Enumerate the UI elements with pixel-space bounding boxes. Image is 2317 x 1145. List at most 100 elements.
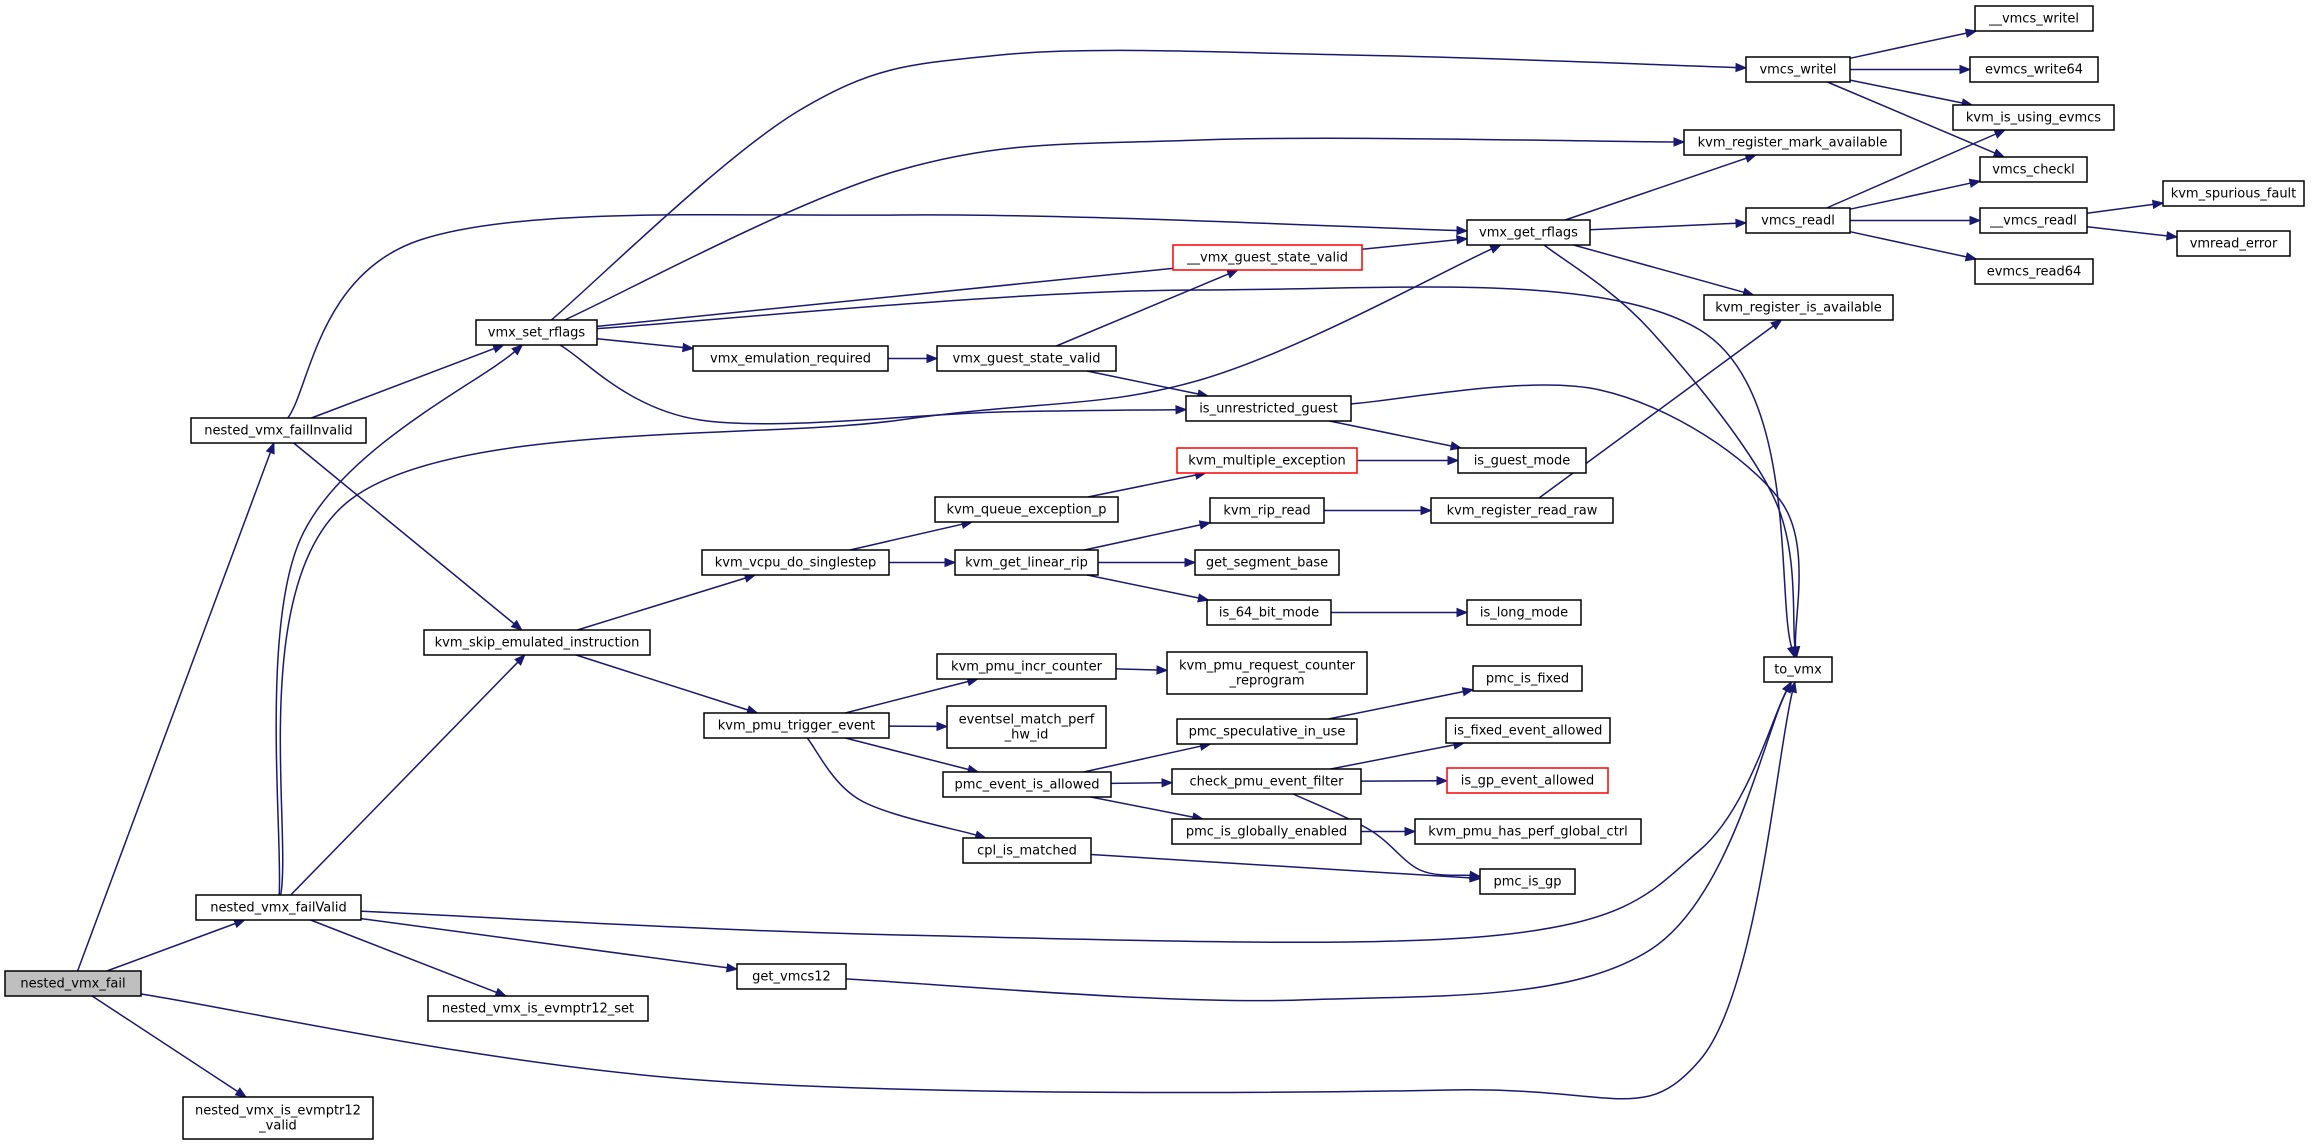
node-nested-vmx-is-evmptr12-valid[interactable]: nested_vmx_is_evmptr12_valid: [182, 1096, 374, 1140]
node-box: [427, 995, 649, 1022]
edge-nested_vmx_fail-to-nested_vmx_failValid: [106, 919, 246, 972]
node-label: _valid: [258, 1119, 297, 1134]
edge-kvm_get_linear_rip-to-is_64_bit_mode: [1086, 574, 1210, 603]
node-kvm-skip-emulated-instruction[interactable]: kvm_skip_emulated_instruction: [423, 629, 651, 656]
node-is-unrestricted-guest[interactable]: is_unrestricted_guest: [1185, 395, 1352, 422]
node-pmc-event-is-allowed[interactable]: pmc_event_is_allowed: [942, 771, 1112, 798]
node-label: kvm_pmu_has_perf_global_ctrl: [1428, 825, 1628, 840]
arrowhead: [1964, 28, 1978, 38]
arrowhead: [1456, 235, 1469, 245]
node-box: [190, 417, 367, 444]
node-box: [1472, 665, 1583, 692]
node-get-segment-base[interactable]: get_segment_base: [1194, 549, 1340, 576]
node-check-pmu-event-filter[interactable]: check_pmu_event_filter: [1171, 768, 1362, 795]
node-is-fixed-event-allowed[interactable]: is_fixed_event_allowed: [1445, 717, 1611, 744]
node---vmcs-writel[interactable]: __vmcs_writel: [1974, 5, 2094, 32]
node-box: [1166, 651, 1368, 695]
arrowhead: [2152, 199, 2165, 210]
arrowhead: [726, 963, 739, 973]
node-box: [954, 549, 1099, 576]
node-label: nested_vmx_failValid: [210, 901, 347, 916]
node-label: nested_vmx_failInvalid: [204, 424, 352, 439]
node---vmx-guest-state-valid[interactable]: __vmx_guest_state_valid: [1172, 244, 1363, 271]
edge-pmc_event_is_allowed-to-check_pmu_event_filter: [1110, 778, 1174, 788]
edge-nested_vmx_failValid-to-vmx_set_rflags: [275, 344, 524, 896]
node-kvm-pmu-has-perf-global-ctrl[interactable]: kvm_pmu_has_perf_global_ctrl: [1414, 818, 1642, 845]
node-pmc-is-fixed[interactable]: pmc_is_fixed: [1472, 665, 1583, 692]
node-is-long-mode[interactable]: is_long_mode: [1466, 599, 1582, 626]
node-label: pmc_is_globally_enabled: [1186, 825, 1347, 840]
node-kvm-queue-exception-p[interactable]: kvm_queue_exception_p: [934, 496, 1119, 523]
node-kvm-register-is-available[interactable]: kvm_register_is_available: [1703, 294, 1894, 321]
node-box: [1703, 294, 1894, 321]
node-pmc-is-gp[interactable]: pmc_is_gp: [1479, 868, 1576, 895]
node-get-vmcs12[interactable]: get_vmcs12: [736, 963, 847, 990]
node-label: pmc_event_is_allowed: [955, 778, 1100, 793]
node-kvm-get-linear-rip[interactable]: kvm_get_linear_rip: [954, 549, 1099, 576]
node-label: get_segment_base: [1206, 556, 1328, 571]
node-vmcs-readl[interactable]: vmcs_readl: [1745, 207, 1851, 234]
node-box: [1206, 599, 1332, 626]
node-kvm-pmu-incr-counter[interactable]: kvm_pmu_incr_counter: [936, 653, 1117, 680]
node-nested-vmx-failInvalid[interactable]: nested_vmx_failInvalid: [190, 417, 367, 444]
node-is-64-bit-mode[interactable]: is_64_bit_mode: [1206, 599, 1332, 626]
node-box: [2162, 180, 2305, 207]
node-kvm-spurious-fault[interactable]: kvm_spurious_fault: [2162, 180, 2305, 207]
node-box: [475, 319, 598, 346]
node-pmc-speculative-in-use[interactable]: pmc_speculative_in_use: [1176, 718, 1358, 745]
arrowhead: [1790, 646, 1800, 659]
arrowhead: [1964, 252, 1978, 262]
node-box: [1974, 5, 2094, 32]
edge-vmx_get_rflags-to-vmcs_readl: [1589, 218, 1748, 231]
node-box: [946, 705, 1107, 749]
edge-vmcs_readl-to-__vmcs_readl: [1850, 215, 1982, 226]
edge-is_64_bit_mode-to-is_long_mode: [1331, 607, 1469, 618]
node-pmc-is-globally-enabled[interactable]: pmc_is_globally_enabled: [1171, 818, 1362, 845]
node-eventsel-match-perf-hw-id[interactable]: eventsel_match_perf_hw_id: [946, 705, 1107, 749]
node-box: [1969, 56, 2099, 83]
node-evmcs-write64[interactable]: evmcs_write64: [1969, 56, 2099, 83]
node-kvm-register-mark-available[interactable]: kvm_register_mark_available: [1683, 129, 1902, 156]
edge-nested_vmx_failInvalid-to-kvm_skip_emulated_instruction: [293, 442, 523, 631]
node-nested-vmx-is-evmptr12-set[interactable]: nested_vmx_is_evmptr12_set: [427, 995, 649, 1022]
node-to-vmx[interactable]: to_vmx: [1763, 656, 1833, 683]
arrowhead: [1770, 319, 1783, 330]
node-is-guest-mode[interactable]: is_guest_mode: [1457, 447, 1587, 474]
node-vmcs-checkl[interactable]: vmcs_checkl: [1979, 156, 2088, 183]
edge-vmx_emulation_required-to-vmx_guest_state_valid: [888, 353, 939, 364]
arrowhead: [1461, 687, 1475, 697]
node-kvm-rip-read[interactable]: kvm_rip_read: [1209, 497, 1325, 524]
node-vmx-guest-state-valid[interactable]: vmx_guest_state_valid: [936, 345, 1117, 372]
node-label: _hw_id: [1004, 728, 1049, 743]
edge-vmcs_readl-to-evmcs_read64: [1849, 230, 1978, 262]
node-kvm-pmu-request-counter-reprogram[interactable]: kvm_pmu_request_counter_reprogram: [1166, 651, 1368, 695]
arrowhead: [1456, 225, 1469, 236]
node---vmcs-readl[interactable]: __vmcs_readl: [1979, 207, 2088, 234]
node-nested-vmx-failValid[interactable]: nested_vmx_failValid: [195, 894, 362, 921]
node-kvm-register-read-raw[interactable]: kvm_register_read_raw: [1430, 497, 1614, 524]
node-vmcs-writel[interactable]: vmcs_writel: [1745, 56, 1851, 83]
node-vmx-set-rflags[interactable]: vmx_set_rflags: [475, 319, 598, 346]
node-label: __vmcs_writel: [1988, 12, 2079, 27]
node-evmcs-read64[interactable]: evmcs_read64: [1974, 258, 2094, 285]
arrowhead: [1673, 137, 1686, 147]
node-box: [1171, 818, 1362, 845]
node-label: kvm_pmu_trigger_event: [718, 719, 875, 734]
node-kvm-pmu-trigger-event[interactable]: kvm_pmu_trigger_event: [703, 712, 890, 739]
node-kvm-is-using-evmcs[interactable]: kvm_is_using_evmcs: [1952, 104, 2115, 131]
node-kvm-multiple-exception[interactable]: kvm_multiple_exception: [1176, 447, 1358, 474]
node-vmx-emulation-required[interactable]: vmx_emulation_required: [692, 345, 889, 372]
node-vmx-get-rflags[interactable]: vmx_get_rflags: [1466, 219, 1591, 246]
node-box: [1171, 768, 1362, 795]
edge-nested_vmx_failValid-to-vmx_get_rflags: [279, 244, 1502, 896]
node-cpl-is-matched[interactable]: cpl_is_matched: [962, 837, 1092, 864]
node-kvm-vcpu-do-singlestep[interactable]: kvm_vcpu_do_singlestep: [701, 549, 890, 576]
node-nested-vmx-fail[interactable]: nested_vmx_fail: [4, 970, 142, 997]
edge-kvm_queue_exception_p-to-kvm_multiple_exception: [1087, 470, 1207, 498]
node-vmread-error[interactable]: vmread_error: [2176, 230, 2291, 257]
node-is-gp-event-allowed[interactable]: is_gp_event_allowed: [1446, 767, 1609, 794]
node-box: [195, 894, 362, 921]
node-label: check_pmu_event_filter: [1190, 775, 1345, 790]
node-label: kvm_queue_exception_p: [947, 503, 1107, 518]
node-label: kvm_get_linear_rip: [965, 556, 1088, 571]
